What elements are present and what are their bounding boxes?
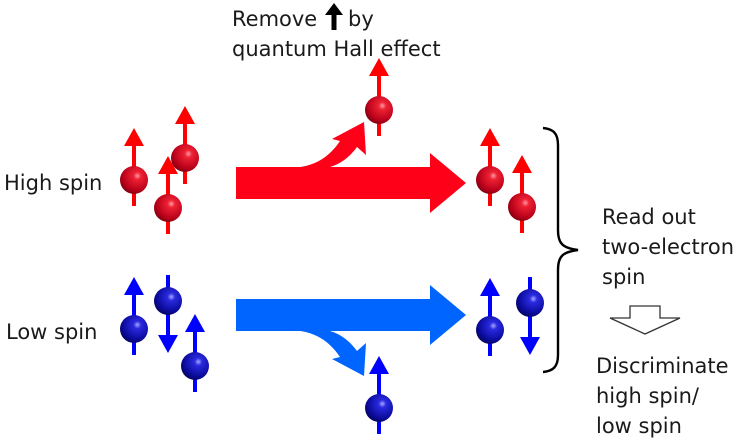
- low-spin-flow-arrow: [236, 285, 466, 376]
- readout-text: Read out two-electron spin: [602, 205, 734, 289]
- low-spin-label: Low spin: [6, 320, 97, 344]
- red-electron-spin-up-icon: [171, 106, 199, 184]
- red-electron-spin-up-icon: [476, 128, 504, 206]
- title-line2: quantum Hall effect: [232, 37, 441, 61]
- title-line1-before: Remove: [232, 7, 317, 31]
- readout-line-1: Read out: [602, 205, 696, 229]
- readout-line-3: spin: [602, 265, 645, 289]
- red-electron-spin-up-icon: [365, 58, 393, 136]
- result-line-2: high spin/: [596, 384, 700, 408]
- high-spin-flow-arrow: [236, 122, 466, 213]
- red-electron-spin-up-icon: [154, 156, 182, 234]
- high-spin-label: High spin: [4, 171, 102, 195]
- result-line-1: Discriminate: [596, 354, 729, 378]
- red-electron-spin-up-icon: [120, 128, 148, 206]
- up-arrow-icon: [325, 3, 343, 30]
- red-electron-spin-up-icon: [508, 155, 536, 233]
- result-text: Discriminate high spin/ low spin: [596, 354, 729, 438]
- blue-electron-spin-up-icon: [476, 278, 504, 356]
- title: Remove by quantum Hall effect: [232, 3, 441, 61]
- result-line-3: low spin: [596, 414, 682, 438]
- blue-electron-spin-up-icon: [365, 356, 393, 434]
- blue-electron-spin-down-icon: [516, 277, 544, 355]
- blue-electron-spin-up-icon: [120, 277, 148, 355]
- readout-line-2: two-electron: [602, 235, 734, 259]
- curly-brace: [542, 126, 579, 374]
- blue-electron-spin-down-icon: [154, 275, 182, 353]
- blue-electron-spin-up-icon: [181, 314, 209, 392]
- electrons: [120, 58, 544, 434]
- hollow-down-arrow-icon: [609, 305, 681, 335]
- title-line1-after: by: [348, 7, 374, 31]
